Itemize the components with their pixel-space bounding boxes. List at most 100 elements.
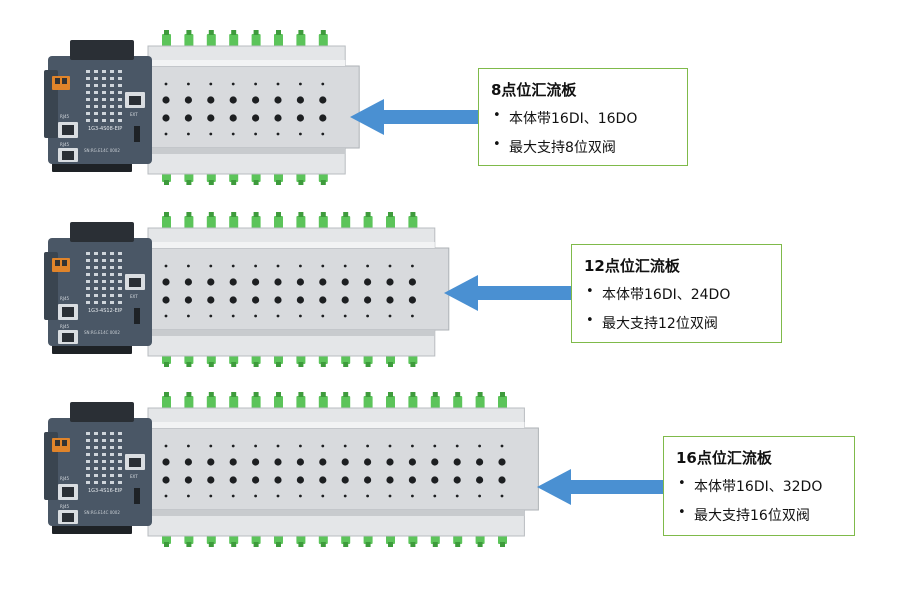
connector-top xyxy=(184,216,194,230)
pin-matrix xyxy=(102,112,106,115)
rail-hole xyxy=(254,494,257,498)
rail-hole xyxy=(296,114,304,122)
rail-hole xyxy=(433,494,437,498)
pin-matrix xyxy=(86,119,90,122)
rail-hole xyxy=(231,264,235,268)
module-model-label: 1G3-4S08-EIP xyxy=(88,126,122,132)
pin-matrix xyxy=(102,259,106,262)
rail-hole xyxy=(274,476,282,484)
pin-matrix xyxy=(110,432,114,435)
connector-top xyxy=(274,34,283,48)
pin-matrix xyxy=(118,266,122,269)
rail-hole xyxy=(162,114,170,122)
module-sn-label: SN:RG.E14C 0002 xyxy=(84,148,120,153)
pin-matrix xyxy=(86,112,90,115)
power-connector-pin xyxy=(62,78,67,84)
pin-matrix xyxy=(86,70,90,73)
pin-matrix xyxy=(118,273,122,276)
rail-hole xyxy=(187,314,190,318)
power-connector-pin xyxy=(62,260,67,266)
rail-hole xyxy=(408,296,416,304)
connector-top-pin xyxy=(432,392,438,397)
rj45-port-socket xyxy=(62,307,74,317)
connector-bottom-pin xyxy=(208,180,214,185)
rail-hole xyxy=(411,314,414,318)
connector-top-pin xyxy=(298,30,304,35)
ext-label: EXT xyxy=(130,112,138,117)
pin-matrix xyxy=(118,91,122,94)
pin-matrix xyxy=(118,301,122,304)
connector-top-pin xyxy=(164,30,169,35)
connector-top-pin xyxy=(298,392,304,397)
rail-hole xyxy=(498,458,506,466)
pin-matrix xyxy=(110,252,114,255)
callout-title: 12点位汇流板 xyxy=(584,257,680,275)
callout-bullet: 本体带16DI、16DO xyxy=(491,108,675,128)
pin-matrix xyxy=(118,446,122,449)
rail-hole xyxy=(209,444,213,448)
rj45-label: RJ45 xyxy=(60,324,70,329)
callout-title: 8点位汇流板 xyxy=(491,81,577,99)
rail-hole xyxy=(500,444,504,448)
rail-hole xyxy=(478,494,481,498)
rail-hole xyxy=(431,476,439,484)
rail-hole xyxy=(321,264,325,268)
rail-hole xyxy=(254,444,257,448)
rail-hole xyxy=(252,114,260,122)
rj45-label: RJ45 xyxy=(60,142,70,147)
callout-bullet: 最大支持16位双阀 xyxy=(676,505,842,525)
rail-hole xyxy=(453,476,461,484)
power-connector-pin xyxy=(55,78,60,84)
pin-matrix xyxy=(118,453,122,456)
pin-matrix xyxy=(110,105,114,108)
connector-top-pin xyxy=(231,392,237,397)
pin-matrix xyxy=(118,98,122,101)
rj45-label: RJ45 xyxy=(60,296,70,301)
pin-matrix xyxy=(102,287,106,290)
pin-matrix xyxy=(86,259,90,262)
pin-matrix xyxy=(86,439,90,442)
module-sn-label: SN:RG.E14C 0002 xyxy=(84,510,120,515)
rail-hole xyxy=(276,264,280,268)
rail-hole xyxy=(366,314,369,318)
rj45-port-socket xyxy=(62,151,74,160)
rail-hole xyxy=(343,314,347,318)
pin-matrix xyxy=(86,453,90,456)
connector-bottom-pin xyxy=(231,542,237,547)
rail-hole xyxy=(296,96,304,104)
connector-top-pin xyxy=(253,30,259,35)
rail-hole xyxy=(207,476,215,484)
connector-top-pin xyxy=(186,212,192,217)
pin-matrix xyxy=(94,119,98,122)
connector-top-pin xyxy=(208,30,214,35)
pin-matrix xyxy=(86,266,90,269)
pin-matrix xyxy=(110,474,114,477)
connector-top xyxy=(318,216,328,230)
pin-matrix xyxy=(94,273,98,276)
rail-hole xyxy=(364,458,372,466)
connector-top-pin xyxy=(298,212,304,217)
power-connector xyxy=(52,438,70,452)
rail-hole xyxy=(411,264,414,268)
pin-matrix xyxy=(118,70,122,73)
rail-hole xyxy=(184,296,192,304)
rail-hole xyxy=(431,458,439,466)
connector-bottom-pin xyxy=(388,362,393,367)
connector-bottom-pin xyxy=(320,542,326,547)
connector-top-pin xyxy=(253,392,259,397)
pin-matrix xyxy=(94,460,98,463)
rail-hole xyxy=(299,264,302,268)
connector-top xyxy=(184,34,194,48)
rail-hole xyxy=(209,132,213,136)
pin-matrix xyxy=(86,301,90,304)
rail-hole xyxy=(231,314,235,318)
connector-bottom-pin xyxy=(186,180,192,185)
connector-top xyxy=(318,34,328,48)
pin-matrix xyxy=(102,91,106,94)
connector-top-pin xyxy=(320,212,326,217)
pin-matrix xyxy=(118,105,122,108)
connector-bottom-pin xyxy=(231,180,237,185)
connector-bottom-pin xyxy=(253,362,259,367)
